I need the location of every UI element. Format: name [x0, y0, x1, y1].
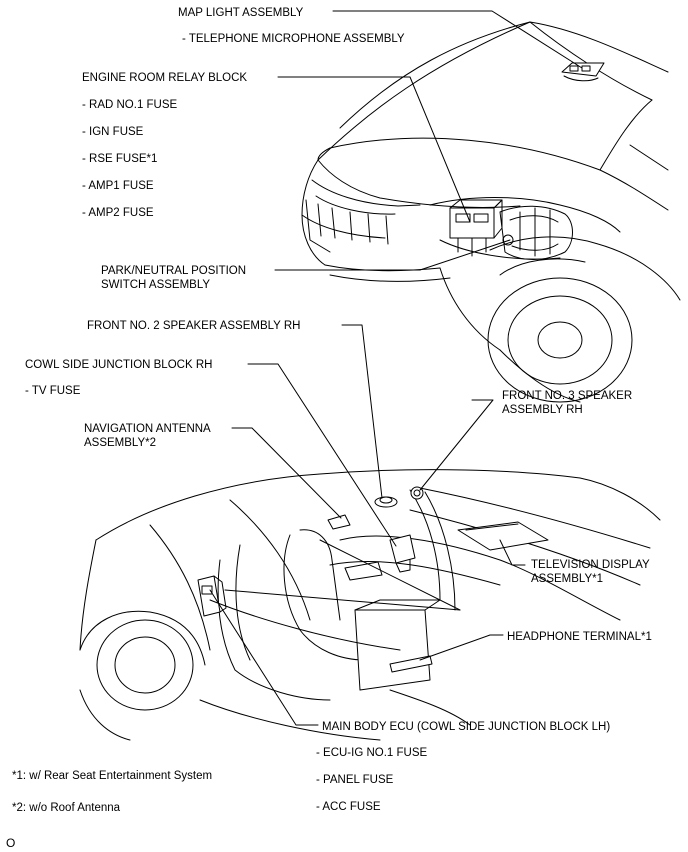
label-amp2-fuse: - AMP2 FUSE — [82, 207, 154, 219]
vehicle-interior-drawing — [79, 469, 661, 741]
leader-lines — [209, 10, 583, 726]
label-acc-fuse: - ACC FUSE — [316, 801, 381, 813]
label-engine-room-relay-block: ENGINE ROOM RELAY BLOCK — [82, 72, 247, 84]
label-navigation-antenna-line1: NAVIGATION ANTENNA — [84, 423, 211, 435]
label-panel-fuse: - PANEL FUSE — [316, 774, 394, 786]
label-park-neutral-line1: PARK/NEUTRAL POSITION — [101, 265, 246, 277]
label-television-display-line1: TELEVISION DISPLAY — [531, 559, 650, 571]
label-navigation-antenna-line2: ASSEMBLY*2 — [84, 437, 156, 449]
label-main-body-ecu: MAIN BODY ECU (COWL SIDE JUNCTION BLOCK … — [322, 721, 610, 733]
figure-code: O — [6, 836, 15, 850]
vehicle-exterior-drawing — [301, 21, 681, 403]
label-front-no3-speaker-line1: FRONT NO. 3 SPEAKER — [502, 390, 632, 402]
label-front-no2-speaker: FRONT NO. 2 SPEAKER ASSEMBLY RH — [87, 320, 300, 332]
label-amp1-fuse: - AMP1 FUSE — [82, 180, 154, 192]
label-front-no3-speaker-line2: ASSEMBLY RH — [502, 404, 583, 416]
label-headphone-terminal: HEADPHONE TERMINAL*1 — [507, 631, 652, 643]
footnote-2: *2: w/o Roof Antenna — [12, 802, 121, 814]
footnote-1: *1: w/ Rear Seat Entertainment System — [12, 770, 212, 782]
label-ecu-ig-fuse: - ECU-IG NO.1 FUSE — [316, 747, 428, 759]
label-map-light-assembly: MAP LIGHT ASSEMBLY — [178, 7, 304, 19]
label-television-display-line2: ASSEMBLY*1 — [531, 573, 603, 585]
label-ign-fuse: - IGN FUSE — [82, 126, 144, 138]
label-rse-fuse: - RSE FUSE*1 — [82, 153, 157, 165]
label-tv-fuse: - TV FUSE — [25, 385, 81, 397]
label-park-neutral-line2: SWITCH ASSEMBLY — [101, 279, 210, 291]
label-telephone-microphone: - TELEPHONE MICROPHONE ASSEMBLY — [182, 33, 405, 45]
label-cowl-side-junction-rh: COWL SIDE JUNCTION BLOCK RH — [25, 359, 212, 371]
label-rad-fuse: - RAD NO.1 FUSE — [82, 99, 178, 111]
